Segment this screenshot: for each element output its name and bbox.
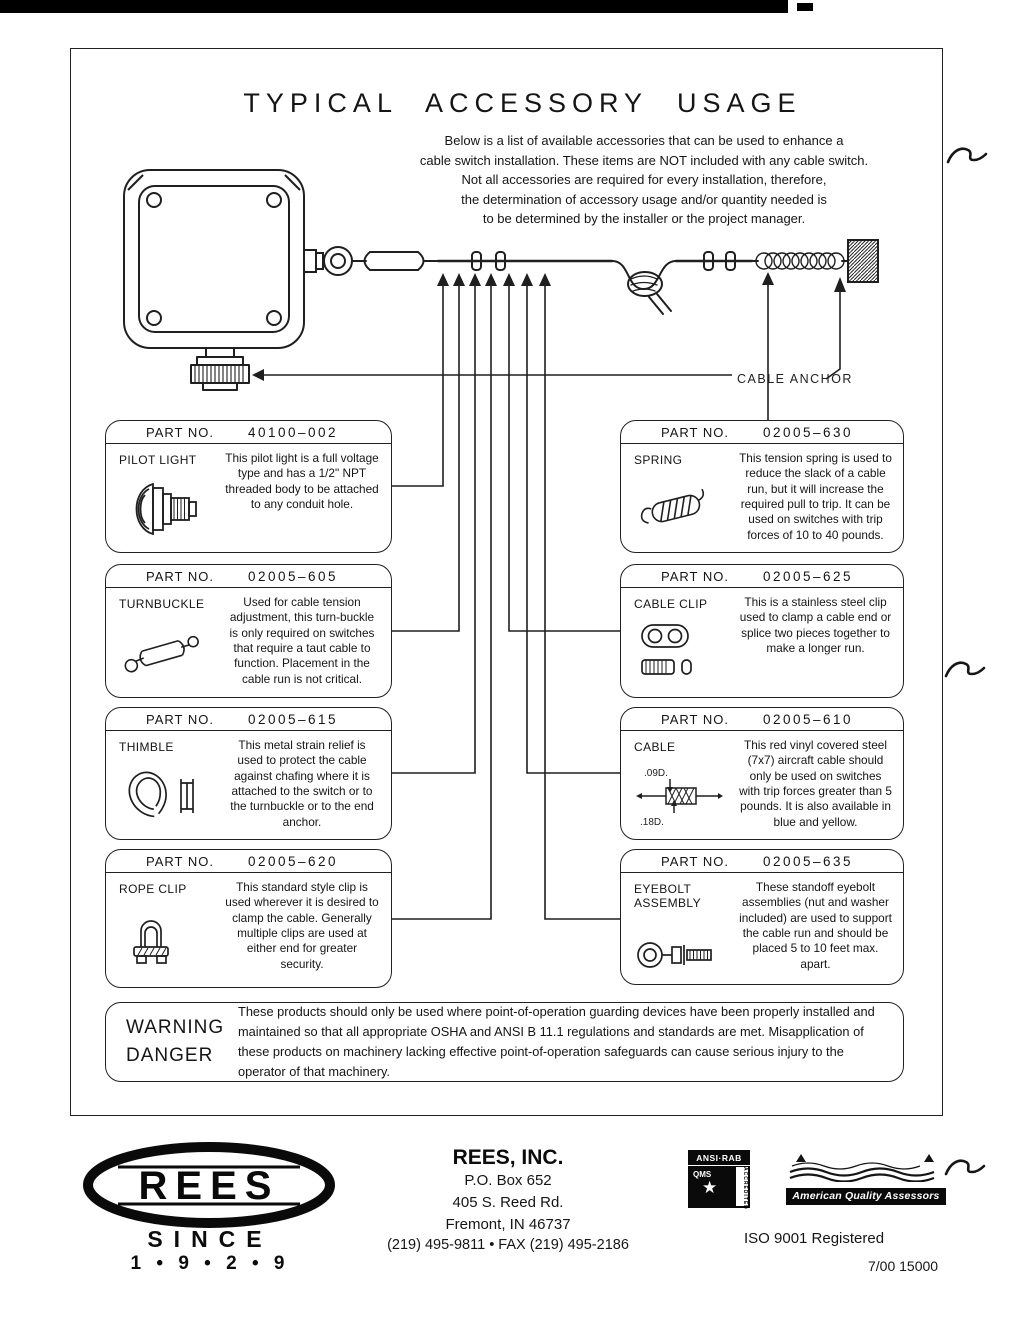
scan-artifact-bar xyxy=(0,0,788,13)
page-title: TYPICAL ACCESSORY USAGE xyxy=(243,88,802,118)
company-address-line: 405 S. Reed Rd. xyxy=(452,1193,564,1211)
part-no-value: 02005–620 xyxy=(247,854,339,869)
part-name: ROPE CLIP xyxy=(119,882,187,896)
intro-line: Not all accessories are required for eve… xyxy=(461,172,827,187)
cable-dimension-icon: .09D. .18D. xyxy=(634,763,736,834)
part-name: CABLE xyxy=(634,740,676,754)
accredited-label: ACCREDITED xyxy=(736,1167,748,1210)
sheet-border xyxy=(70,48,943,1116)
print-code: 7/00 15000 xyxy=(868,1258,939,1274)
company-address-line: P.O. Box 652 xyxy=(464,1172,552,1189)
spring-icon xyxy=(634,476,736,547)
intro-line: the determination of accessory usage and… xyxy=(461,191,827,207)
part-box-pilot-light: PART NO. 40100–002 PILOT LIGHT xyxy=(105,420,392,553)
part-no-label: PART NO. xyxy=(661,425,729,440)
warning-text: These products should only be used where… xyxy=(238,1004,875,1079)
warning-labels: WARNING DANGER xyxy=(126,1014,228,1071)
part-description: These standoff eyebolt assemblies (nut a… xyxy=(739,880,892,971)
part-description: This standard style clip is used whereve… xyxy=(225,880,379,971)
cable-clip-icon xyxy=(634,620,736,691)
pilot-light-icon xyxy=(119,476,221,547)
part-no-label: PART NO. xyxy=(661,569,729,584)
intro-line: cable switch installation. These items a… xyxy=(419,152,869,168)
company-phone: (219) 495-9811 • FAX (219) 495-2186 xyxy=(387,1237,629,1254)
intro-line: to be determined by the installer or the… xyxy=(482,211,806,226)
since-year: 1 • 9 • 2 • 9 xyxy=(130,1253,290,1274)
part-name: SPRING xyxy=(634,453,683,467)
part-box-cable: PART NO. 02005–610 CABLE .09D. .18D. xyxy=(620,707,904,840)
part-no-value: 02005–615 xyxy=(247,712,339,727)
part-no-label: PART NO. xyxy=(661,854,729,869)
part-no-label: PART NO. xyxy=(146,569,214,584)
cable-dim-top-label: .09D. xyxy=(644,768,668,779)
part-no-label: PART NO. xyxy=(146,854,214,869)
aqa-label: American Quality Assessors xyxy=(786,1188,946,1205)
eyebolt-icon xyxy=(634,919,736,984)
part-no-value: 02005–605 xyxy=(247,569,339,584)
part-description: This is a stainless steel clip used to c… xyxy=(739,595,892,655)
company-name: REES, INC. xyxy=(452,1146,564,1169)
warning-box: WARNING DANGER These products should onl… xyxy=(105,1002,904,1082)
part-description: Used for cable tension adjustment, this … xyxy=(229,595,375,686)
aqa-flag-icon xyxy=(789,1154,935,1183)
part-name: TURNBUCKLE xyxy=(119,597,205,611)
part-box-eyebolt-assembly: PART NO. 02005–635 EYEBOLT ASSEMBLY xyxy=(620,849,904,985)
turnbuckle-icon xyxy=(119,620,221,691)
part-box-rope-clip: PART NO. 02005–620 ROPE CLIP xyxy=(105,849,392,988)
since-label: SINCE xyxy=(147,1226,273,1252)
part-no-value: 02005–630 xyxy=(762,425,854,440)
iso-registered-label: ISO 9001 Registered xyxy=(744,1230,885,1247)
company-address-line: Fremont, IN 46737 xyxy=(445,1215,571,1233)
part-no-label: PART NO. xyxy=(661,712,729,727)
part-name: PILOT LIGHT xyxy=(119,453,197,467)
part-box-thimble: PART NO. 02005–615 THIMBLE xyxy=(105,707,392,840)
company-block: REES, INC. P.O. Box 652 405 S. Reed Rd. … xyxy=(330,1146,686,1253)
star-icon: ★ xyxy=(702,1178,718,1197)
cable-dim-bottom-label: .18D. xyxy=(640,817,664,828)
qms-label: QMS xyxy=(693,1170,712,1179)
part-box-spring: PART NO. 02005–630 SPRING xyxy=(620,420,904,553)
ansi-rab-label: ANSI·RAB xyxy=(688,1150,750,1166)
part-no-value: 40100–002 xyxy=(247,425,339,440)
part-description: This pilot light is a full voltage type … xyxy=(225,451,379,511)
scan-artifact-mark xyxy=(797,3,813,11)
part-description: This red vinyl covered steel (7x7) aircr… xyxy=(739,738,892,829)
thimble-icon xyxy=(119,763,221,834)
part-no-label: PART NO. xyxy=(146,425,214,440)
part-no-label: PART NO. xyxy=(146,712,214,727)
part-name: CABLE CLIP xyxy=(634,597,708,611)
intro-line: Below is a list of available accessories… xyxy=(444,133,844,148)
part-no-value: 02005–625 xyxy=(762,569,854,584)
part-box-cable-clip: PART NO. 02005–625 CABLE CLIP xyxy=(620,564,904,698)
rope-clip-icon xyxy=(119,905,221,976)
american-quality-assessors-logo: American Quality Assessors xyxy=(786,1152,946,1205)
part-name: THIMBLE xyxy=(119,740,174,754)
part-description: This tension spring is used to reduce th… xyxy=(739,451,892,542)
rees-logo-text: REES xyxy=(139,1164,280,1208)
warning-label: WARNING xyxy=(126,1016,225,1038)
part-box-turnbuckle: PART NO. 02005–605 TURNBUCKLE xyxy=(105,564,392,698)
ansi-rab-logo: ANSI·RAB QMS ★ ACCREDITED xyxy=(688,1150,750,1210)
part-name: EYEBOLT ASSEMBLY xyxy=(634,882,702,910)
part-description: This metal strain relief is used to prot… xyxy=(230,738,374,829)
intro-text: Below is a list of available accessories… xyxy=(398,131,890,229)
part-no-value: 02005–635 xyxy=(762,854,854,869)
rees-logo: REES xyxy=(80,1142,338,1233)
danger-label: DANGER xyxy=(126,1045,214,1066)
part-no-value: 02005–610 xyxy=(762,712,854,727)
